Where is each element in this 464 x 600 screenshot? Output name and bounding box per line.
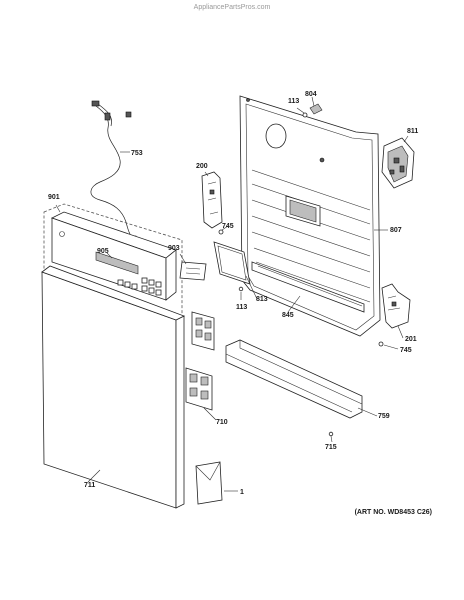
screw-745a[interactable] [218,229,224,235]
hinge-200[interactable] [201,171,223,229]
door-latch-811[interactable] [381,137,415,189]
label-901: 901 [48,194,60,201]
label-113-lower: 113 [236,304,247,311]
screw-715[interactable] [328,431,334,437]
label-201: 201 [405,336,417,343]
label-905: 905 [97,248,109,255]
toe-kick-759[interactable] [225,339,363,419]
control-panel-group-901[interactable] [43,203,183,331]
label-813: 813 [256,296,268,303]
label-753: 753 [131,150,143,157]
label-715: 715 [325,444,337,451]
label-1: 1 [240,489,244,496]
label-113-upper: 113 [288,98,299,105]
label-804: 804 [305,91,317,98]
vent-710[interactable] [185,311,215,411]
label-903: 903 [168,245,180,252]
label-711: 711 [84,482,95,489]
label-807: 807 [390,227,402,234]
label-200: 200 [196,163,208,170]
literature-1[interactable] [195,461,223,505]
label-845: 845 [282,312,294,319]
label-759: 759 [378,413,390,420]
label-745-upper: 745 [222,223,234,230]
art-number: (ART NO. WD8453 C26) [355,509,432,516]
part-labels: 753 901 905 903 200 745 113 804 811 807 … [48,91,418,496]
outer-door-panel-711[interactable] [41,265,186,509]
control-buttons [117,277,162,296]
board-903[interactable] [179,261,207,281]
label-710: 710 [216,419,228,426]
wire-harness-753[interactable] [90,100,137,243]
screw-113a[interactable] [302,112,308,118]
hinge-201[interactable] [381,283,411,329]
bottom-strip-845[interactable] [251,261,365,313]
site-watermark: AppliancePartsPros.com [194,4,271,11]
label-745-lower: 745 [400,347,412,354]
screw-113b[interactable] [238,286,244,292]
label-811: 811 [407,128,418,135]
clip-804[interactable] [309,103,323,115]
screw-745b[interactable] [378,341,384,347]
leader-lines [55,96,409,492]
